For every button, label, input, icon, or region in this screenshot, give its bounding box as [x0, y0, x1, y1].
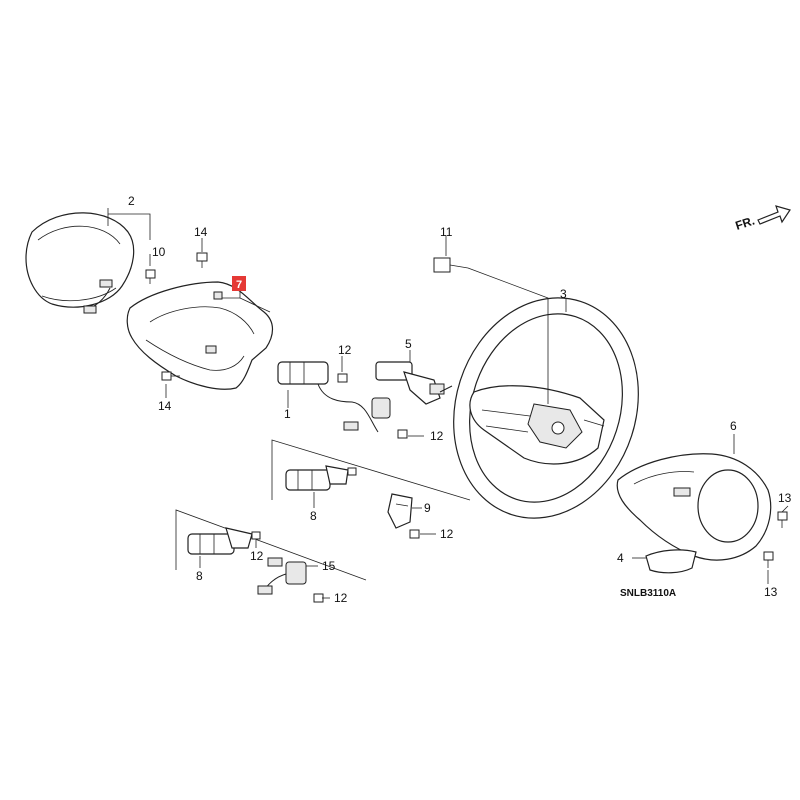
diagram-code: SNLB3110A — [620, 588, 676, 599]
switch-part-8-upper[interactable] — [285, 465, 349, 491]
bolt-12-b — [397, 429, 408, 439]
harness-part-15[interactable] — [257, 557, 307, 595]
callout-5: 5 — [405, 337, 412, 351]
switch-assembly-part-1[interactable] — [277, 361, 391, 433]
callout-4: 4 — [617, 551, 624, 565]
subassembly-box-lower — [175, 509, 367, 581]
callout-1: 1 — [284, 407, 291, 421]
callout-13-upper: 13 — [778, 491, 792, 505]
callout-14-lower: 14 — [158, 399, 172, 413]
bolt-13-upper — [777, 511, 788, 528]
bolt-13-lower — [763, 551, 774, 568]
callout-8-lower: 8 — [196, 569, 203, 583]
callout-7-highlight[interactable]: 7 — [232, 276, 246, 291]
subassembly-box-upper — [271, 439, 471, 501]
bolt-14-lower — [161, 371, 180, 381]
callout-12-b: 12 — [430, 429, 444, 443]
callout-14-upper: 14 — [194, 225, 208, 239]
callout-10: 10 — [152, 245, 166, 259]
callout-13-lower: 13 — [764, 585, 778, 599]
callout-6: 6 — [730, 419, 737, 433]
bolt-12-a — [337, 373, 348, 383]
callout-7: 7 — [236, 279, 242, 291]
callout-8-upper: 8 — [310, 509, 317, 523]
bracket-part-9[interactable] — [387, 493, 413, 529]
callout-9: 9 — [424, 501, 431, 515]
callout-12-c: 12 — [440, 527, 454, 541]
direction-label: FR. — [734, 214, 757, 233]
bolt-12-c — [347, 467, 357, 476]
callout-11: 11 — [440, 225, 453, 239]
callout-12-a: 12 — [338, 343, 352, 357]
arrow-icon — [757, 205, 791, 225]
switch-part-5[interactable] — [375, 361, 453, 405]
steering-cover-part-7[interactable] — [126, 281, 274, 390]
callout-labels: 2 10 14 14 7 11 3 12 1 5 12 8 9 12 8 12 … — [128, 194, 792, 605]
bolt-12-d — [409, 529, 420, 539]
lower-cover-part-6[interactable] — [616, 453, 772, 561]
callout-12-e: 12 — [334, 591, 348, 605]
airbag-cover-part[interactable] — [25, 212, 135, 314]
bolt-12-e — [251, 531, 261, 540]
steering-wheel-part-3[interactable] — [426, 274, 666, 543]
bolt-10 — [145, 269, 156, 284]
callout-12-d: 12 — [250, 549, 264, 563]
bolt-14-upper — [196, 252, 208, 268]
callout-2: 2 — [128, 194, 135, 208]
callout-3: 3 — [560, 287, 567, 301]
leader-lines — [107, 208, 789, 599]
switch-part-8-lower[interactable] — [187, 527, 253, 555]
cap-part-4[interactable] — [645, 549, 697, 574]
callout-15: 15 — [322, 559, 336, 573]
front-direction-indicator: FR. — [734, 205, 791, 233]
bolt-12-f — [313, 593, 324, 603]
bolt-11 — [433, 257, 469, 273]
